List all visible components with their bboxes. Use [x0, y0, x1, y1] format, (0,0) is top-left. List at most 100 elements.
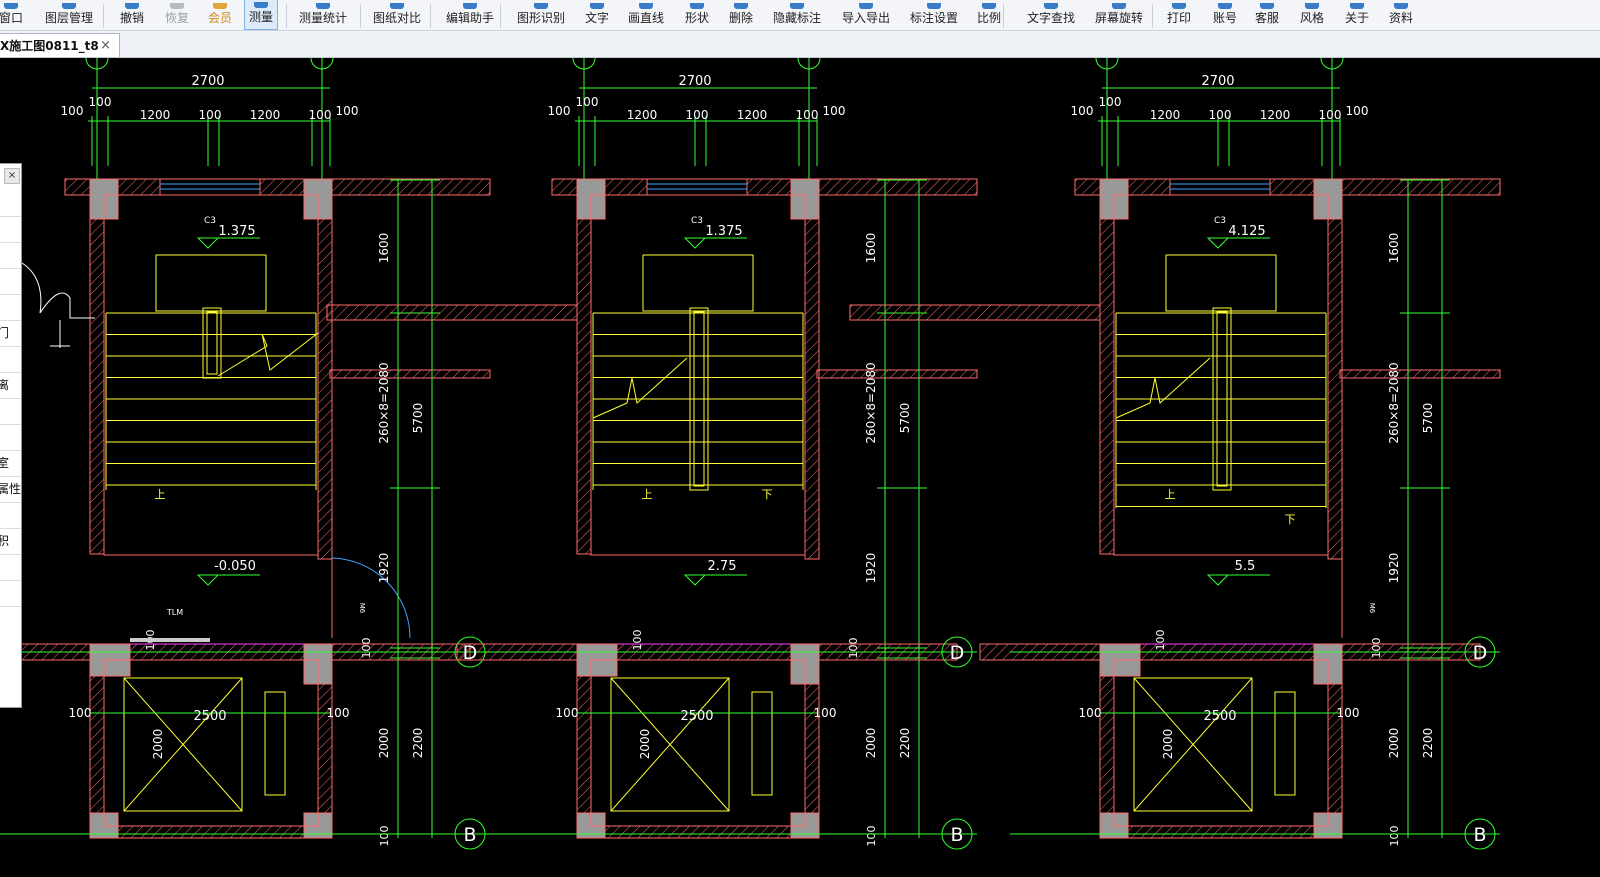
toolbar-separator — [360, 4, 361, 28]
side-panel-row[interactable]: 室 — [0, 450, 21, 477]
toolbar-button-23[interactable]: 风格 — [1295, 0, 1329, 30]
toolbar-button-10[interactable]: 文字 — [580, 0, 614, 30]
toolbar-button-12[interactable]: 形状 — [680, 0, 714, 30]
stair-landing — [642, 254, 754, 312]
side-panel-row[interactable] — [0, 294, 21, 321]
toolbar-button-4[interactable]: 会员 — [203, 0, 237, 30]
side-panel-row[interactable]: 积 — [0, 528, 21, 555]
dim-label: 2000 — [151, 729, 165, 760]
dim-label: 2000 — [377, 728, 391, 759]
toolbar-button-label: 客服 — [1254, 11, 1279, 25]
toolbar-button-label: 恢复 — [164, 11, 189, 25]
dim-label: 下 — [762, 488, 773, 501]
wall-segment — [1113, 825, 1329, 839]
toolbar-icon — [790, 3, 804, 9]
elevator-car — [123, 677, 243, 812]
dim-label: 100 — [1154, 630, 1167, 651]
toolbar-button-3[interactable]: 恢复 — [160, 0, 194, 30]
handrail — [689, 307, 709, 491]
toolbar-button-19[interactable]: 屏幕旋转 — [1090, 0, 1148, 30]
toolbar-button-1[interactable]: 图层管理 — [40, 0, 98, 30]
dim-label: 100 — [69, 706, 92, 720]
toolbar-icon — [590, 3, 604, 9]
dim-label: TLM — [166, 608, 183, 617]
toolbar-button-15[interactable]: 导入导出 — [837, 0, 895, 30]
dim-label: 2.75 — [708, 559, 737, 574]
side-panel-row[interactable] — [0, 502, 21, 529]
toolbar-button-24[interactable]: 关于 — [1340, 0, 1374, 30]
axis-bubble — [572, 57, 596, 70]
toolbar-button-label: 关于 — [1344, 11, 1369, 25]
axis-label: D — [950, 642, 965, 664]
elevator-car — [610, 677, 730, 812]
dim-label: 5700 — [411, 403, 425, 434]
side-panel-row[interactable] — [0, 242, 21, 269]
toolbar-button-label: 撤销 — [119, 11, 144, 25]
toolbar-button-8[interactable]: 编辑助手 — [441, 0, 499, 30]
dim-label: 5700 — [1421, 403, 1435, 434]
side-panel-row[interactable] — [0, 216, 21, 243]
toolbar-button-label: 测量 — [248, 10, 273, 24]
toolbar-button-label: 图纸对比 — [372, 11, 421, 25]
toolbar-icon — [316, 3, 330, 9]
dim-label: 1600 — [1387, 233, 1401, 264]
toolbar-icon — [62, 3, 76, 9]
panel-close-icon[interactable]: × — [4, 168, 20, 184]
side-panel-row[interactable]: 离 — [0, 372, 21, 399]
dim-label: 100 — [865, 826, 878, 847]
toolbar-button-13[interactable]: 删除 — [724, 0, 758, 30]
dim-label: 100 — [327, 706, 350, 720]
stair-landing — [155, 254, 267, 312]
dim-label: 2000 — [864, 728, 878, 759]
dim-label: 5.5 — [1235, 559, 1256, 574]
toolbar-button-label: 屏幕旋转 — [1094, 11, 1143, 25]
level-mark — [196, 237, 220, 249]
side-panel-row[interactable] — [0, 424, 21, 451]
toolbar-button-20[interactable]: 打印 — [1162, 0, 1196, 30]
dim-label: 1200 — [737, 108, 768, 122]
toolbar-button-17[interactable]: 比例 — [972, 0, 1006, 30]
toolbar-icon — [1260, 3, 1274, 9]
dim-label: 1200 — [1150, 108, 1181, 122]
level-mark — [196, 574, 220, 586]
dim-label: 100 — [1079, 706, 1102, 720]
close-icon[interactable]: × — [100, 38, 111, 53]
toolbar-icon — [170, 3, 184, 9]
dim-label: 2000 — [638, 729, 652, 760]
side-panel-row[interactable] — [0, 580, 21, 607]
toolbar-button-6[interactable]: 测量统计 — [294, 0, 352, 30]
side-panel-row[interactable]: 属性 — [0, 476, 21, 503]
door-sketch — [21, 262, 95, 319]
toolbar-button-5[interactable]: 测量 — [244, 0, 278, 30]
toolbar-button-2[interactable]: 撤销 — [115, 0, 149, 30]
toolbar-button-7[interactable]: 图纸对比 — [368, 0, 426, 30]
dim-label: 下 — [1285, 513, 1296, 526]
toolbar-separator — [1152, 4, 1153, 28]
toolbar-button-16[interactable]: 标注设置 — [905, 0, 963, 30]
toolbar-button-0[interactable]: 窗口 — [0, 0, 28, 30]
dim-label: 1.375 — [218, 224, 255, 239]
toolbar-button-22[interactable]: 客服 — [1250, 0, 1284, 30]
toolbar-button-label: 风格 — [1299, 11, 1324, 25]
toolbar-button-25[interactable]: 资料 — [1384, 0, 1418, 30]
dim-label: 1920 — [377, 553, 391, 584]
side-panel-row[interactable]: 门 — [0, 320, 21, 347]
handrail — [693, 311, 705, 487]
toolbar-button-21[interactable]: 账号 — [1208, 0, 1242, 30]
dim-label: 100 — [378, 826, 391, 847]
toolbar-separator — [430, 4, 431, 28]
side-panel-row[interactable] — [0, 554, 21, 581]
toolbar-button-9[interactable]: 图形识别 — [512, 0, 570, 30]
wall-segment — [329, 369, 491, 379]
toolbar-button-18[interactable]: 文字查找 — [1022, 0, 1080, 30]
side-panel-row[interactable] — [0, 190, 21, 217]
side-panel-row[interactable] — [0, 346, 21, 373]
toolbar-button-11[interactable]: 画直线 — [623, 0, 669, 30]
document-tab[interactable]: X施工图0811_t8 × — [0, 33, 120, 57]
toolbar-button-14[interactable]: 隐藏标注 — [768, 0, 826, 30]
side-panel-row[interactable] — [0, 398, 21, 425]
side-panel-row[interactable] — [0, 268, 21, 295]
